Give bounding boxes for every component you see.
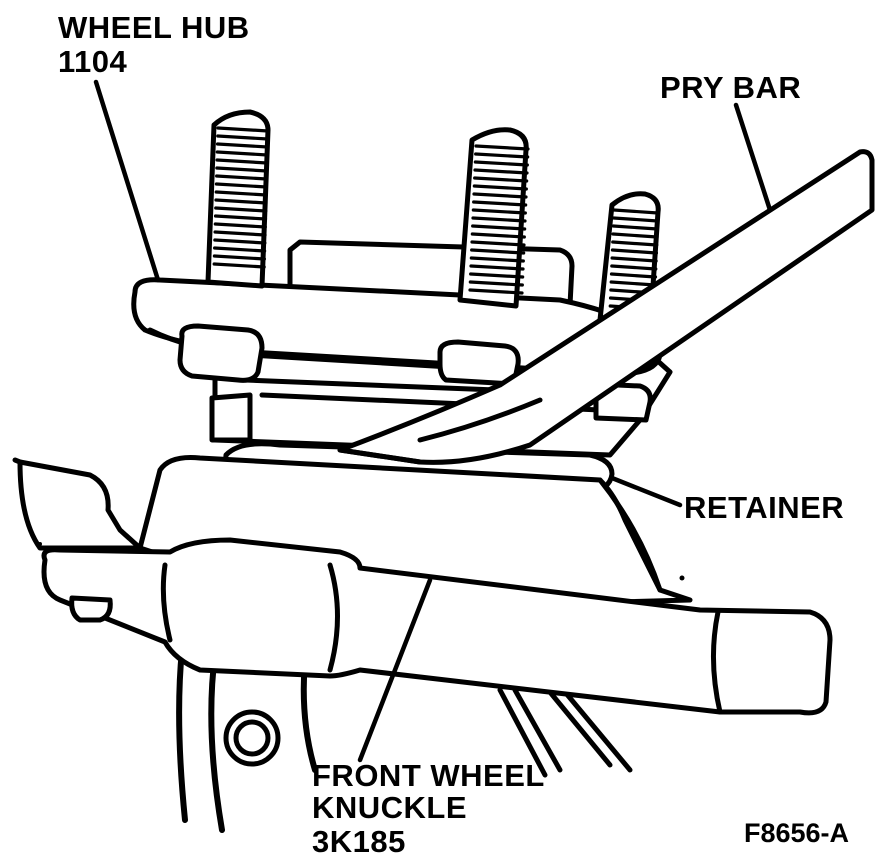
stud-thread-line xyxy=(468,280,524,287)
wheel-studs xyxy=(205,109,661,333)
leader-pry-bar xyxy=(733,102,773,213)
label-pry-bar: PRY BAR xyxy=(660,70,801,105)
stud-thread-line xyxy=(469,264,525,271)
stud-thread-line xyxy=(213,222,267,229)
stud-thread-line xyxy=(473,160,529,167)
stud-thread-line xyxy=(610,256,658,263)
stud-thread-line xyxy=(470,232,526,239)
stud-thread-line xyxy=(612,208,660,215)
stud-thread-line xyxy=(610,264,658,271)
stud-thread-line xyxy=(473,168,529,175)
stud-thread-line xyxy=(216,134,270,141)
stud-thread-line xyxy=(215,150,269,157)
wheel-stud-middle xyxy=(457,127,530,309)
stud-thread-line xyxy=(474,144,530,151)
stud-thread-line xyxy=(212,254,266,261)
stud-thread-line xyxy=(214,182,269,189)
leader-wheel-hub xyxy=(93,79,161,283)
figure-id: F8656-A xyxy=(744,818,849,848)
stud-thread-line xyxy=(473,176,529,183)
stud-thread-line xyxy=(214,190,268,197)
stud-thread-line xyxy=(216,126,270,133)
stud-thread-line xyxy=(213,230,267,237)
pry-bar xyxy=(337,149,875,465)
stud-thread-line xyxy=(472,192,528,199)
stud-thread-line xyxy=(611,240,659,247)
stud-thread-line xyxy=(472,184,528,191)
stud-thread-line xyxy=(474,152,530,159)
label-knuckle-line1: FRONT WHEEL xyxy=(312,758,545,793)
stud-thread-line xyxy=(611,224,659,231)
stud-thread-line xyxy=(212,262,266,269)
label-knuckle-line2: KNUCKLE xyxy=(312,790,467,825)
label-wheel-hub: WHEEL HUB xyxy=(58,10,250,45)
stud-thread-line xyxy=(215,158,269,165)
stud-thread-line xyxy=(470,240,526,247)
stud-thread-line xyxy=(612,216,660,223)
leader-lines xyxy=(93,79,773,763)
label-knuckle-part: 3K185 xyxy=(312,824,406,859)
stud-thread-line xyxy=(469,256,525,263)
stud-thread-line xyxy=(610,248,659,255)
leader-retainer xyxy=(609,475,683,508)
stud-thread-line xyxy=(215,166,269,173)
leader-knuckle xyxy=(357,577,433,763)
front-wheel-knuckle xyxy=(12,455,833,833)
stud-thread-line xyxy=(213,238,267,245)
stud-thread-line xyxy=(471,208,527,215)
stud-thread-line xyxy=(213,214,268,221)
stud-thread-line xyxy=(470,248,526,255)
wheel-stud-left xyxy=(205,109,271,289)
stud-thread-line xyxy=(611,232,659,239)
stud-thread-line xyxy=(215,174,269,181)
label-wheel-hub-part: 1104 xyxy=(58,44,128,79)
stud-thread-line xyxy=(609,280,657,287)
stud-thread-line xyxy=(471,224,527,231)
stud-thread-line xyxy=(213,246,267,253)
stud-thread-line xyxy=(214,198,268,205)
stud-thread-line xyxy=(609,272,658,279)
stud-thread-line xyxy=(214,206,268,213)
stud-thread-line xyxy=(469,272,525,279)
stud-thread-line xyxy=(215,142,270,149)
stud-thread-line xyxy=(472,200,528,207)
stud-thread-line xyxy=(471,216,527,223)
stud-thread-line xyxy=(468,288,524,295)
label-retainer: RETAINER xyxy=(684,490,844,525)
